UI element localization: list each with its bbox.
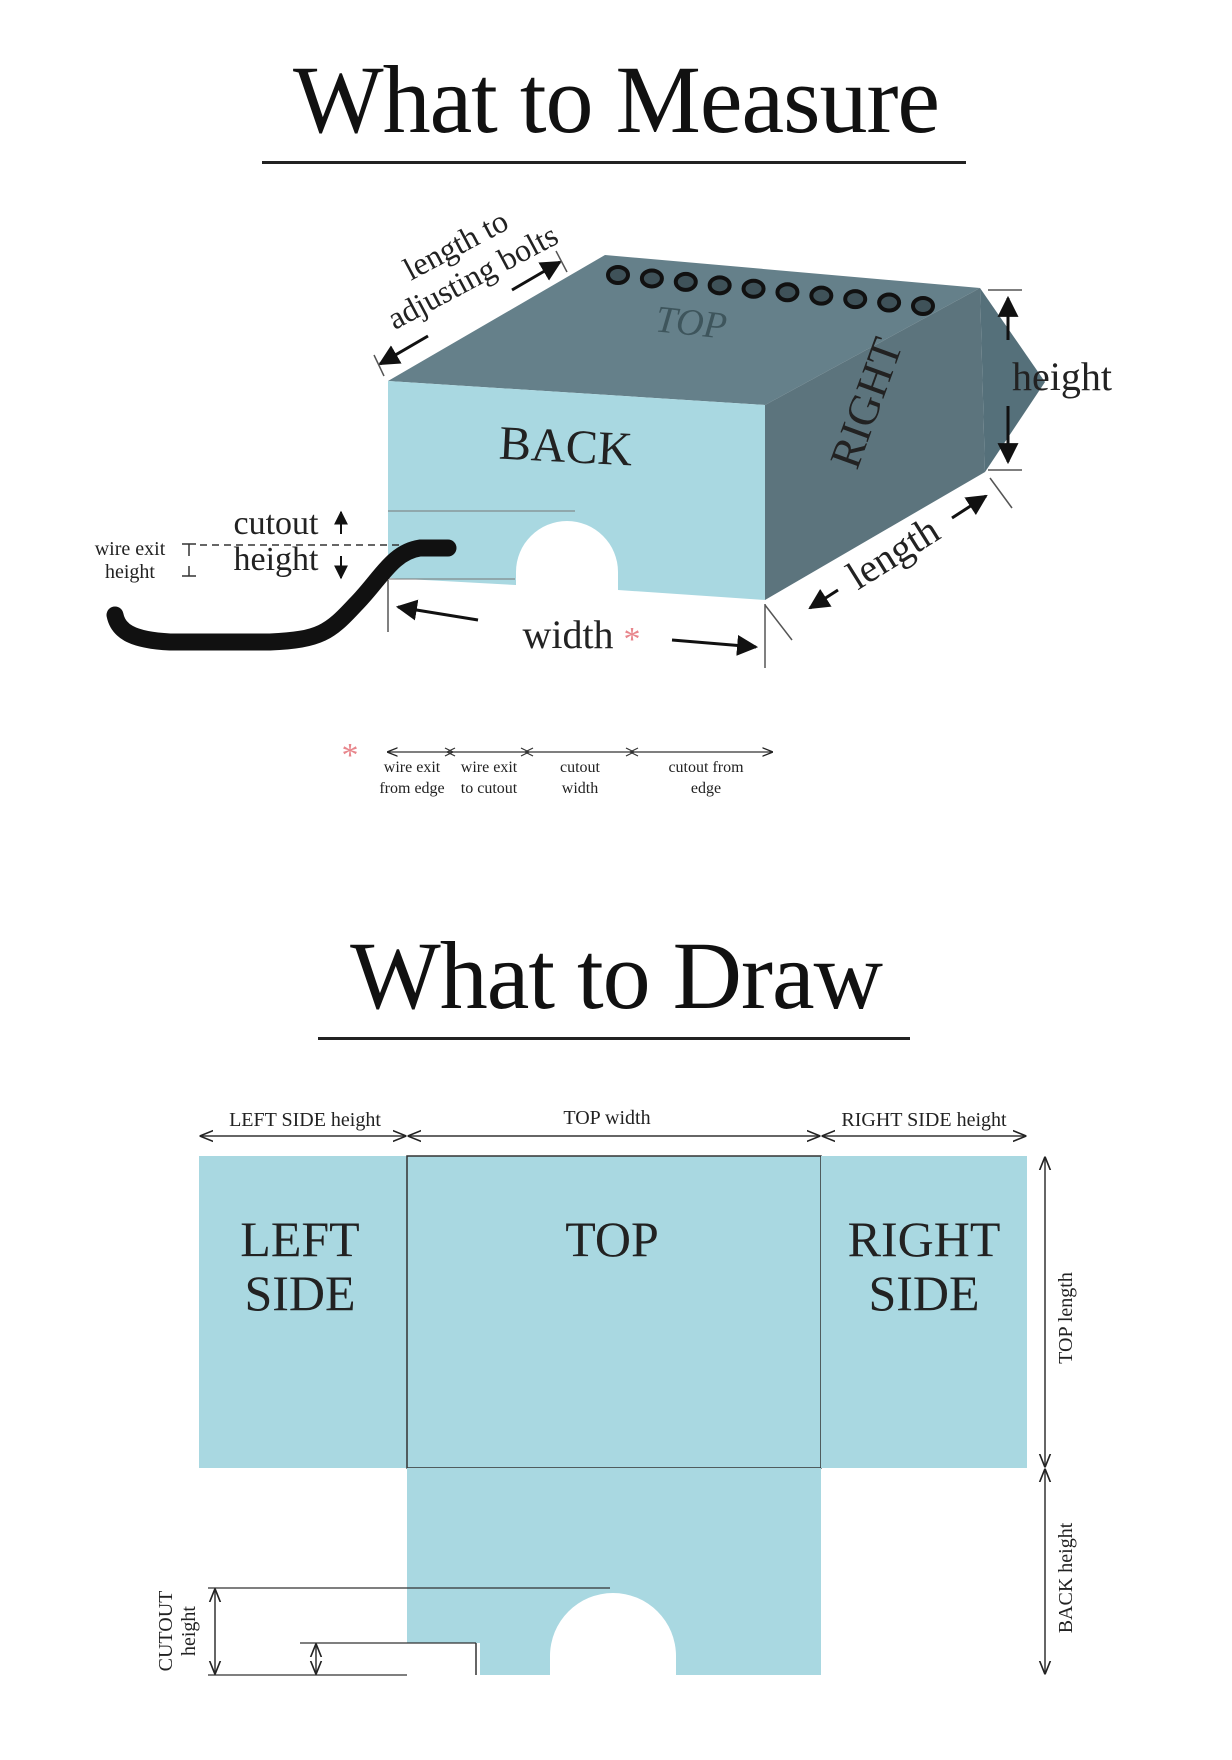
bolt-row: [606, 265, 935, 316]
breakdown-seg1-line1: wire exit: [384, 759, 441, 776]
right-side-panel: [821, 1156, 1027, 1468]
measure-title: What to Measure: [292, 46, 940, 153]
right-side-height-label: RIGHT SIDE height: [841, 1109, 1007, 1131]
cutout-height-label-line1: cutout: [234, 505, 320, 542]
top-face-label: TOP: [654, 298, 729, 347]
left-side-height-label: LEFT SIDE height: [229, 1109, 381, 1131]
wire-exit-height-label-line2: height: [105, 561, 155, 583]
top-panel: [406, 1155, 822, 1469]
width-arrow-right: [671, 634, 759, 656]
measure-title-rule: [262, 161, 966, 164]
cutout-dim-label-line1: CUTOUT: [155, 1591, 177, 1672]
length-arrow-left: [808, 588, 839, 610]
right-face: [765, 288, 985, 600]
back-face: [388, 381, 765, 600]
bolts-length-arrow-left: [378, 334, 429, 366]
breakdown-seg2-line2: to cutout: [461, 780, 518, 797]
right-end-triangle: [980, 288, 1045, 472]
top-panel-label: TOP: [565, 1211, 659, 1267]
length-arrow-right: [951, 494, 988, 520]
breakdown-seg3-line1: cutout: [560, 759, 601, 776]
cutout-dim-label-line2: height: [178, 1606, 200, 1656]
back-panel: [407, 1468, 821, 1675]
bolt: [809, 285, 834, 306]
bolt: [843, 289, 868, 310]
box-diagram: TOP BACK RIGHT length to adjusting bolts…: [95, 202, 1112, 797]
bolts-length-arrow-right: [511, 260, 562, 292]
bolt: [707, 275, 732, 296]
bolt: [741, 278, 766, 299]
bolt: [673, 271, 698, 292]
template-diagram: LEFT SIDE TOP RIGHT SIDE LEFT SIDE heigh…: [155, 1107, 1077, 1676]
back-face-label: BACK: [498, 417, 634, 477]
bolt: [639, 268, 664, 289]
breakdown-seg4-line2: edge: [691, 780, 721, 797]
bolt: [877, 292, 902, 313]
left-side-panel: [199, 1156, 407, 1468]
bolt: [911, 296, 935, 316]
draw-title-rule: [318, 1037, 910, 1040]
back-height-label: BACK height: [1055, 1522, 1077, 1633]
width-arrow-left: [395, 599, 479, 622]
breakdown-asterisk: *: [342, 737, 359, 774]
wire-exit-height-label-line1: wire exit: [95, 538, 166, 560]
width-label: width: [522, 612, 613, 657]
bolt: [775, 282, 800, 303]
bolt: [606, 265, 630, 285]
left-side-label-line2: SIDE: [244, 1265, 355, 1321]
cutout-height-label-line2: height: [234, 541, 320, 578]
top-width-label: TOP width: [563, 1107, 650, 1129]
breakdown-seg1-line2: from edge: [379, 780, 444, 797]
left-side-label-line1: LEFT: [240, 1211, 359, 1267]
wire: [106, 539, 457, 651]
right-side-label-line1: RIGHT: [848, 1211, 1001, 1267]
height-label: height: [1012, 354, 1112, 399]
breakdown-seg3-line2: width: [562, 780, 598, 797]
draw-title: What to Draw: [350, 922, 883, 1029]
top-length-label: TOP length: [1055, 1272, 1077, 1364]
breakdown-seg4-line1: cutout from: [668, 759, 744, 776]
width-asterisk: *: [624, 621, 641, 658]
right-side-label-line2: SIDE: [868, 1265, 979, 1321]
breakdown-seg2-line1: wire exit: [461, 759, 518, 776]
